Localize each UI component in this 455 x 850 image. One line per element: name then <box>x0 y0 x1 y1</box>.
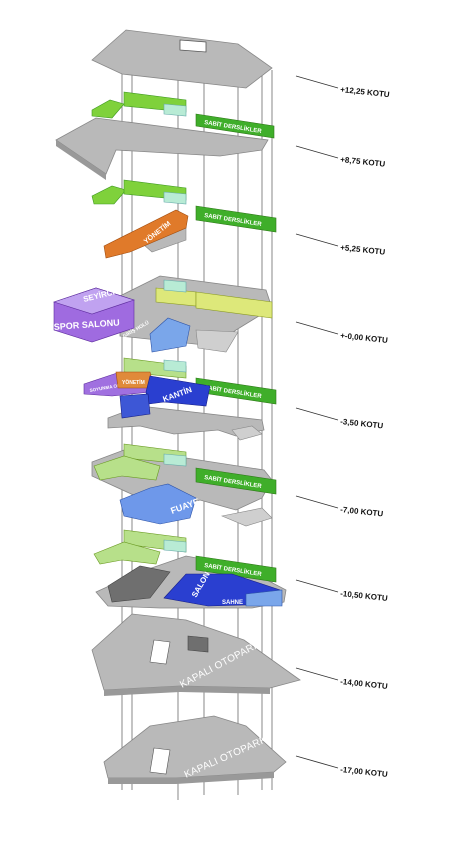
level-zero: SEYİRCİ SPOR SALONU GİRİŞ HOLÜ <box>53 275 273 353</box>
level-minus-3-50: SABİT DERSLİKLER SOYUNMA ODALARI YÖNETİM… <box>83 357 277 441</box>
level-plus-8-75: SABİT DERSLİKLER <box>55 91 275 180</box>
level-plus-12-25 <box>91 29 273 89</box>
level-label-7: -14,00 KOTU <box>340 677 388 691</box>
level-minus-10-50: SABİT DERSLİKLER SALON SAHNE <box>93 529 287 609</box>
level-label-8: -17,00 KOTU <box>340 765 388 779</box>
level-label-0: +12,25 KOTU <box>340 85 390 99</box>
label-spor-salonu: SPOR SALONU <box>53 317 120 332</box>
level-plus-5-25: SABİT DERSLİKLER YÖNETİM <box>91 179 277 259</box>
level-label-3: +-0,00 KOTU <box>340 331 389 345</box>
level-label-2: +5,25 KOTU <box>340 243 386 257</box>
level-label-1: +8,75 KOTU <box>340 155 386 169</box>
label-yonetim-2: YÖNETİM <box>122 379 145 386</box>
level-label-4: -3,50 KOTU <box>340 417 384 430</box>
level-label-6: -10,50 KOTU <box>340 589 388 603</box>
level-minus-7-00: SABİT DERSLİKLER FUAYE <box>91 443 277 527</box>
level-markers <box>295 75 339 769</box>
level-minus-14-00: KAPALI OTOPARK <box>91 613 301 696</box>
level-label-5: -7,00 KOTU <box>340 505 384 518</box>
level-minus-17-00: KAPALI OTOPARK <box>103 715 287 784</box>
label-sahne: SAHNE <box>222 600 243 606</box>
